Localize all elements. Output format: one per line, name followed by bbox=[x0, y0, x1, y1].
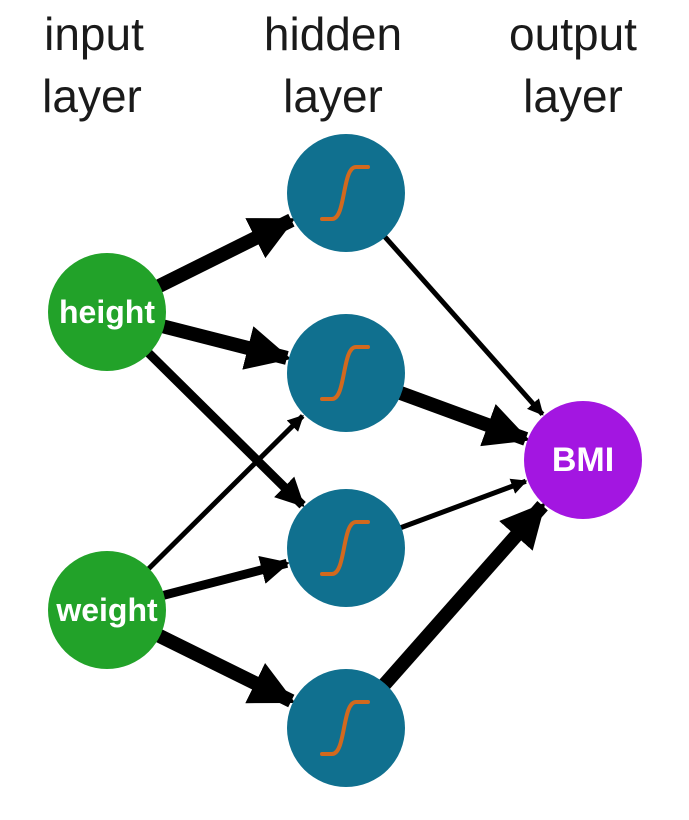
node-circle bbox=[48, 551, 166, 669]
sigmoid-icon bbox=[320, 345, 370, 401]
node-label-height: height bbox=[59, 294, 155, 330]
connection-height-to-hidden-1 bbox=[149, 213, 296, 296]
sigmoid-icon bbox=[320, 165, 370, 221]
connection-weight-to-hidden-2 bbox=[141, 414, 305, 576]
input-layer-title-line1: input bbox=[44, 8, 144, 60]
nodes-group: height weight BMI bbox=[48, 134, 642, 787]
connection-hidden-1-to-BMI bbox=[377, 229, 545, 417]
node-label-bmi: BMI bbox=[552, 441, 614, 479]
connection-height-to-hidden-2 bbox=[154, 317, 292, 370]
node-hidden-4 bbox=[287, 669, 405, 787]
connection-weight-to-hidden-3 bbox=[155, 555, 290, 602]
output-layer-title-line1: output bbox=[509, 8, 637, 60]
node-weight: weight bbox=[48, 551, 166, 669]
connection-hidden-2-to-BMI bbox=[391, 384, 530, 447]
hidden-layer-title-line1: hidden bbox=[264, 8, 402, 60]
sigmoid-icon bbox=[320, 520, 370, 576]
hidden-layer-title-line2: layer bbox=[283, 70, 383, 122]
node-bmi: BMI bbox=[524, 401, 642, 519]
node-circle bbox=[48, 253, 166, 371]
connection-weight-to-hidden-4 bbox=[149, 626, 296, 708]
connection-hidden-3-to-BMI bbox=[392, 478, 528, 533]
connections-group bbox=[140, 213, 548, 708]
connection-height-to-hidden-3 bbox=[140, 344, 306, 509]
input-layer-title-line2: layer bbox=[42, 70, 142, 122]
node-hidden-2 bbox=[287, 314, 405, 432]
node-hidden-3 bbox=[287, 489, 405, 607]
node-circle bbox=[524, 401, 642, 519]
output-layer-title-line2: layer bbox=[523, 70, 623, 122]
node-hidden-1 bbox=[287, 134, 405, 252]
node-height: height bbox=[48, 253, 166, 371]
sigmoid-icon bbox=[320, 700, 370, 756]
connection-hidden-4-to-BMI bbox=[374, 501, 548, 695]
node-label-weight: weight bbox=[55, 592, 158, 628]
